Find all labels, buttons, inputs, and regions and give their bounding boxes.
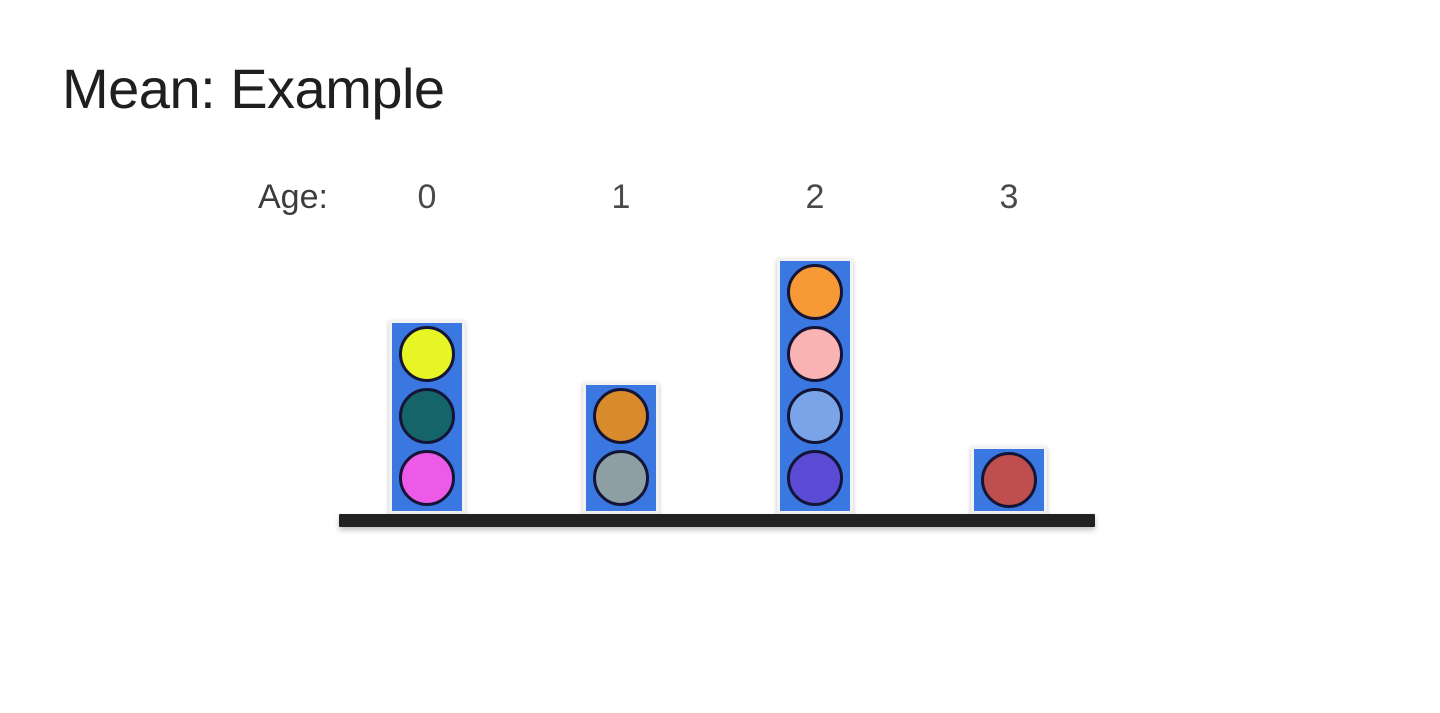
yellow-token <box>399 326 455 382</box>
baseline-axis <box>339 514 1095 527</box>
age-axis-row: Age: 0 1 2 3 <box>0 178 1440 222</box>
slate-gray-token <box>593 450 649 506</box>
light-blue-token <box>787 388 843 444</box>
axis-caption-age: Age: <box>258 178 328 216</box>
axis-tick-2: 2 <box>805 178 825 216</box>
teal-token <box>399 388 455 444</box>
brick-red-token <box>981 452 1037 508</box>
axis-tick-3: 3 <box>999 178 1019 216</box>
magenta-token <box>399 450 455 506</box>
ochre-token <box>593 388 649 444</box>
column-age-1 <box>583 382 659 514</box>
column-age-2 <box>777 258 853 514</box>
pink-token <box>787 326 843 382</box>
page-title: Mean: Example <box>62 57 445 120</box>
orange-token <box>787 264 843 320</box>
axis-tick-0: 0 <box>417 178 437 216</box>
column-age-0 <box>389 320 465 514</box>
indigo-token <box>787 450 843 506</box>
axis-tick-1: 1 <box>611 178 631 216</box>
column-age-3 <box>971 446 1047 514</box>
